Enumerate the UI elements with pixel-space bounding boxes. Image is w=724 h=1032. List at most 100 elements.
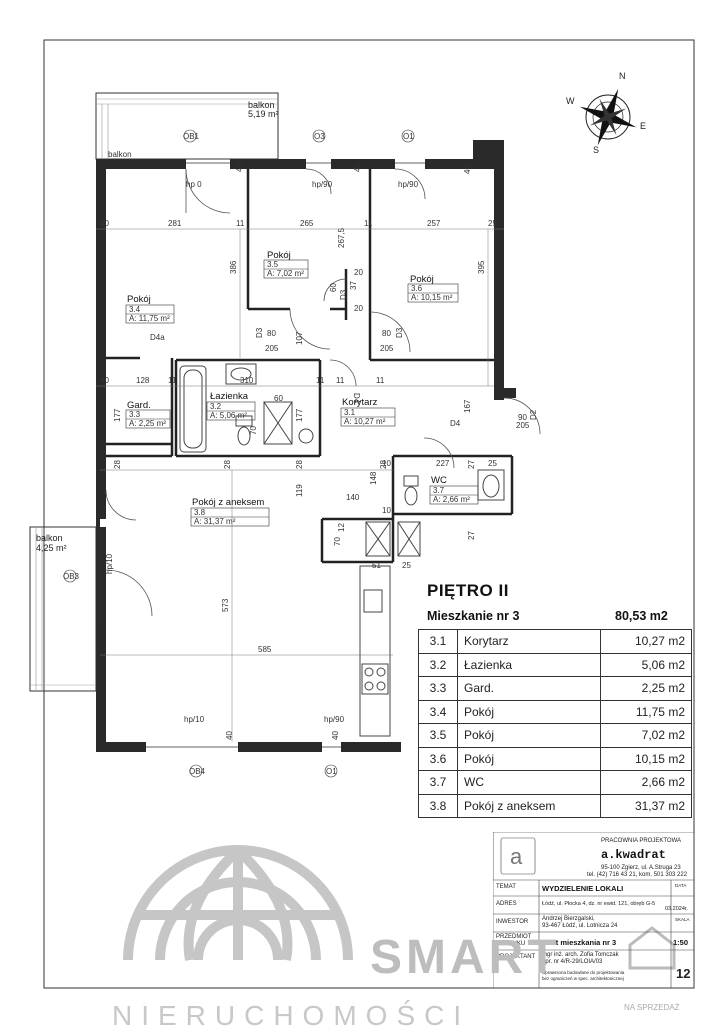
title-block-grid: a (493, 832, 694, 988)
svg-text:80: 80 (382, 329, 391, 338)
svg-text:310: 310 (240, 376, 254, 385)
note-line1: Uprawniona budowlane do projektowania (542, 970, 625, 975)
svg-text:205: 205 (516, 421, 530, 430)
room-label-3-6: Pokój 3.6 A: 10,15 m² (407, 274, 459, 303)
svg-text:80: 80 (267, 329, 276, 338)
firm-top: PRACOWNIA PROJEKTOWA (601, 838, 682, 844)
bathroom-fixtures (179, 363, 505, 506)
svg-text:167: 167 (463, 399, 472, 413)
floor-title: PIĘTRO II (427, 581, 509, 600)
scale-value: 1:50 (673, 938, 689, 947)
svg-text:257: 257 (427, 219, 441, 228)
schedule-number: 3.5 (418, 723, 458, 748)
washbasin (225, 363, 257, 385)
svg-text:12: 12 (337, 523, 346, 532)
svg-text:3.3: 3.3 (129, 410, 141, 419)
svg-text:Korytarz: Korytarz (342, 397, 378, 408)
windows (99, 162, 425, 748)
interior-walls (106, 169, 514, 564)
svg-text:60: 60 (329, 283, 338, 292)
svg-text:265: 265 (300, 219, 314, 228)
svg-text:hp/10: hp/10 (105, 553, 114, 574)
schedule-number: 3.2 (418, 652, 458, 677)
svg-text:267,5: 267,5 (337, 227, 346, 248)
svg-text:40: 40 (100, 376, 109, 385)
room-label-3-8: Pokój z aneksem 3.8 A: 31,37 m² (190, 497, 270, 527)
svg-text:205: 205 (380, 344, 394, 353)
room-label-3-7: WC 3.7 A: 2,66 m² (429, 475, 479, 505)
svg-text:3.2: 3.2 (210, 402, 222, 411)
svg-text:140: 140 (346, 493, 360, 502)
svg-text:40: 40 (463, 165, 472, 174)
balcony-top (95, 92, 279, 160)
dimension-texts: 40 281 11 265 11 257 25 386 395 267,5 40… (100, 163, 497, 740)
svg-text:hp/10: hp/10 (184, 715, 205, 724)
firm-address: 95-100 Zgierz, ul. A.Struga 23 (601, 865, 681, 871)
schedule-number: 3.3 (418, 676, 458, 701)
svg-text:37: 37 (349, 281, 358, 290)
svg-text:OB1: OB1 (183, 132, 200, 141)
date-value: 03.2024r. (665, 906, 688, 912)
firm-phone: tel. (42) 716 43 21, kom. 501 303 222 (587, 872, 688, 878)
svg-text:28: 28 (295, 460, 304, 469)
svg-text:A: 2,25 m²: A: 2,25 m² (129, 419, 166, 428)
svg-text:D3: D3 (395, 327, 404, 338)
skala-label: SKALA (675, 917, 690, 922)
przedmiot-value: Rzut mieszkania nr 3 (542, 938, 617, 947)
svg-text:hp 0: hp 0 (186, 180, 202, 189)
compass-s: S (593, 145, 599, 155)
svg-text:40: 40 (331, 731, 340, 740)
kitchen-counter (359, 521, 421, 737)
svg-text:O3: O3 (314, 132, 325, 141)
toilet-wc (403, 475, 419, 487)
schedule-room-name: Korytarz (457, 629, 601, 654)
projektant-name: mgr inż. arch. Zofia Tomczak (542, 952, 619, 958)
svg-text:A: 5,06 m²: A: 5,06 m² (210, 411, 247, 420)
schedule-number: 3.6 (418, 746, 458, 771)
svg-text:a: a (510, 844, 523, 869)
svg-text:25: 25 (488, 219, 497, 228)
svg-text:40: 40 (353, 163, 362, 172)
svg-text:28: 28 (223, 460, 232, 469)
svg-text:20: 20 (354, 268, 363, 277)
sheet-frame (43, 39, 695, 989)
svg-text:A: 7,02 m²: A: 7,02 m² (267, 269, 304, 278)
svg-text:40: 40 (100, 219, 109, 228)
svg-text:3.8: 3.8 (194, 508, 206, 517)
svg-text:D4: D4 (352, 393, 361, 404)
watermark-smart: SMART (370, 931, 561, 984)
svg-text:20: 20 (354, 304, 363, 313)
room-label-3-2: Łazienka 3.2 A: 5,06 m² (206, 391, 256, 421)
room-label-3-1: Korytarz 3.1 A: 10,27 m² (340, 397, 396, 427)
svg-text:3.6: 3.6 (411, 284, 423, 293)
svg-text:177: 177 (295, 408, 304, 422)
balcony-left-name: balkon (36, 533, 63, 543)
schedule-number: 3.4 (418, 699, 458, 724)
room-label-3-4: Pokój 3.4 A: 11,75 m² (125, 294, 175, 324)
balcony-edge-label: balkon (108, 150, 132, 159)
svg-text:28: 28 (113, 460, 122, 469)
svg-text:60: 60 (274, 394, 283, 403)
svg-text:51: 51 (372, 561, 381, 570)
svg-text:D2: D2 (529, 409, 538, 420)
schedule-area: 2,66 m2 (600, 770, 692, 795)
projektant-license: upr. nr 4/R-29/LOIA/03 (542, 959, 603, 965)
svg-text:27: 27 (467, 460, 476, 469)
bathtub (179, 365, 207, 453)
schedule-area: 7,02 m2 (600, 723, 692, 748)
schedule-room-name: WC (457, 770, 601, 795)
schedule-room-name: Pokój (457, 723, 601, 748)
svg-text:Pokój: Pokój (267, 250, 291, 261)
title-block: a PRACOWNIA PROJEKTOWA a.kwadrat 95-100 … (493, 832, 694, 988)
svg-text:11: 11 (364, 219, 373, 228)
inwestor-line2: 93-467 Łódź, ul. Lotnicza 24 (542, 923, 618, 929)
svg-text:128: 128 (136, 376, 150, 385)
schedule-room-name: Pokój (457, 699, 601, 724)
svg-text:25: 25 (488, 459, 497, 468)
compass-icon (579, 88, 637, 146)
